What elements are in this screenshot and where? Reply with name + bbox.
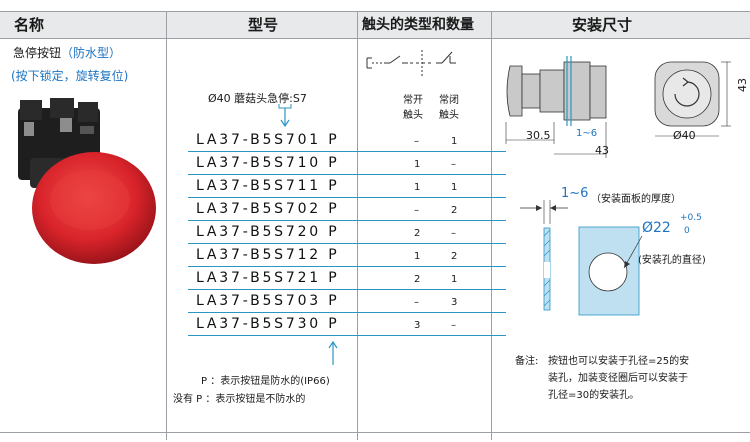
- model-row: LA37-B5S701 P – 1: [188, 130, 506, 153]
- model-code: LA37-B5S721 P: [196, 270, 340, 286]
- row-underline: [188, 197, 506, 198]
- model-row: LA37-B5S710 P 1 –: [188, 153, 506, 176]
- remark-line-3: 孔径=30的安装孔。: [548, 390, 640, 401]
- nc-count: 1: [451, 274, 458, 285]
- model-row: LA37-B5S721 P 2 1: [188, 268, 506, 291]
- nc-contact-label-2: 触头: [439, 110, 459, 121]
- dim-total-length: 43: [595, 144, 609, 157]
- model-code: LA37-B5S730 P: [196, 316, 340, 332]
- nc-count: –: [451, 228, 456, 239]
- side-view-drawing: [505, 56, 607, 158]
- waterproof-note: P ：表示按钮是防水的(IP66): [201, 376, 330, 387]
- column-divider: [166, 11, 167, 440]
- model-type-label: Ø40 蘑菇头急停:S7: [208, 92, 307, 105]
- no-count: –: [414, 136, 419, 147]
- pointer-up-icon: [328, 340, 338, 365]
- hole-tolerance-lower: 0: [684, 226, 690, 236]
- no-count: 1: [414, 159, 421, 170]
- header-model: 型号: [248, 16, 279, 34]
- model-row: LA37-B5S702 P – 2: [188, 199, 506, 222]
- emergency-stop-button-photo: [18, 98, 156, 264]
- no-count: 3: [414, 320, 421, 331]
- header-contact-type: 触头的类型和数量: [362, 17, 474, 33]
- hole-diameter-note: (安装孔的直径): [638, 255, 706, 266]
- leader-line: [623, 235, 643, 269]
- nc-contact-label-1: 常闭: [439, 95, 459, 106]
- dim-front-length: 30.5: [526, 129, 551, 142]
- dim-gap: 1~6: [576, 128, 598, 139]
- model-code: LA37-B5S703 P: [196, 293, 340, 309]
- non-waterproof-note: 没有 P ：表示按钮是不防水的: [173, 394, 306, 405]
- model-row: LA37-B5S711 P 1 1: [188, 176, 506, 199]
- hole-tolerance-upper: +0.5: [680, 213, 702, 223]
- nc-count: 2: [451, 251, 458, 262]
- no-count: –: [414, 297, 419, 308]
- no-count: 1: [414, 251, 421, 262]
- no-count: –: [414, 205, 419, 216]
- header-bar: [0, 11, 750, 39]
- dim-height: 43: [736, 78, 749, 92]
- no-contact-label-2: 触头: [403, 110, 423, 121]
- model-code: LA37-B5S701 P: [196, 132, 340, 148]
- model-row: LA37-B5S703 P – 3: [188, 291, 506, 314]
- row-underline: [188, 220, 506, 221]
- remark-line-1: 按钮也可以安装于孔径=25的安: [548, 356, 690, 367]
- model-code: LA37-B5S712 P: [196, 247, 340, 263]
- model-code: LA37-B5S711 P: [196, 178, 340, 194]
- panel-thickness-value: 1~6: [561, 186, 589, 201]
- product-name-waterproof: （防水型）: [61, 46, 122, 60]
- nc-count: 2: [451, 205, 458, 216]
- panel-thickness-note: （安装面板的厚度）: [591, 194, 681, 205]
- no-count: 2: [414, 228, 421, 239]
- nc-count: 1: [451, 136, 458, 147]
- model-code: LA37-B5S710 P: [196, 155, 340, 171]
- nc-count: –: [451, 159, 456, 170]
- header-mounting-dims: 安装尺寸: [572, 16, 633, 34]
- row-underline: [188, 174, 506, 175]
- pointer-down-icon: [278, 104, 292, 127]
- model-code: LA37-B5S720 P: [196, 224, 340, 240]
- nc-count: 1: [451, 182, 458, 193]
- dim-diameter: Ø40: [673, 129, 696, 142]
- nc-count: 3: [451, 297, 458, 308]
- row-underline: [188, 151, 506, 152]
- nc-count: –: [451, 320, 456, 331]
- row-underline: [188, 266, 506, 267]
- hole-diameter: Ø22: [642, 220, 671, 236]
- mounting-hole-drawing: [578, 226, 640, 316]
- product-name-main: 急停按钮: [13, 46, 62, 60]
- product-name: 急停按钮（防水型）: [13, 44, 121, 61]
- header-name: 名称: [14, 16, 45, 34]
- no-count: 1: [414, 182, 421, 193]
- no-count: 2: [414, 274, 421, 285]
- model-row: LA37-B5S712 P 1 2: [188, 245, 506, 268]
- row-underline: [188, 312, 506, 313]
- column-divider: [357, 11, 358, 440]
- remark-label: 备注:: [515, 356, 539, 367]
- panel-section-drawing: [520, 200, 568, 311]
- model-row: LA37-B5S730 P 3 –: [188, 314, 506, 337]
- front-view-drawing: [654, 61, 731, 137]
- table-bottom-border: [0, 432, 750, 433]
- contact-symbol-icon: [366, 50, 456, 76]
- row-underline: [188, 243, 506, 244]
- no-contact-label-1: 常开: [403, 95, 423, 106]
- column-divider: [491, 11, 492, 440]
- row-underline: [188, 289, 506, 290]
- remark-line-2: 装孔，加装变径圈后可以安装于: [548, 373, 688, 384]
- model-code: LA37-B5S702 P: [196, 201, 340, 217]
- product-description: (按下锁定，旋转复位): [11, 69, 129, 83]
- row-underline: [188, 335, 506, 336]
- model-row: LA37-B5S720 P 2 –: [188, 222, 506, 245]
